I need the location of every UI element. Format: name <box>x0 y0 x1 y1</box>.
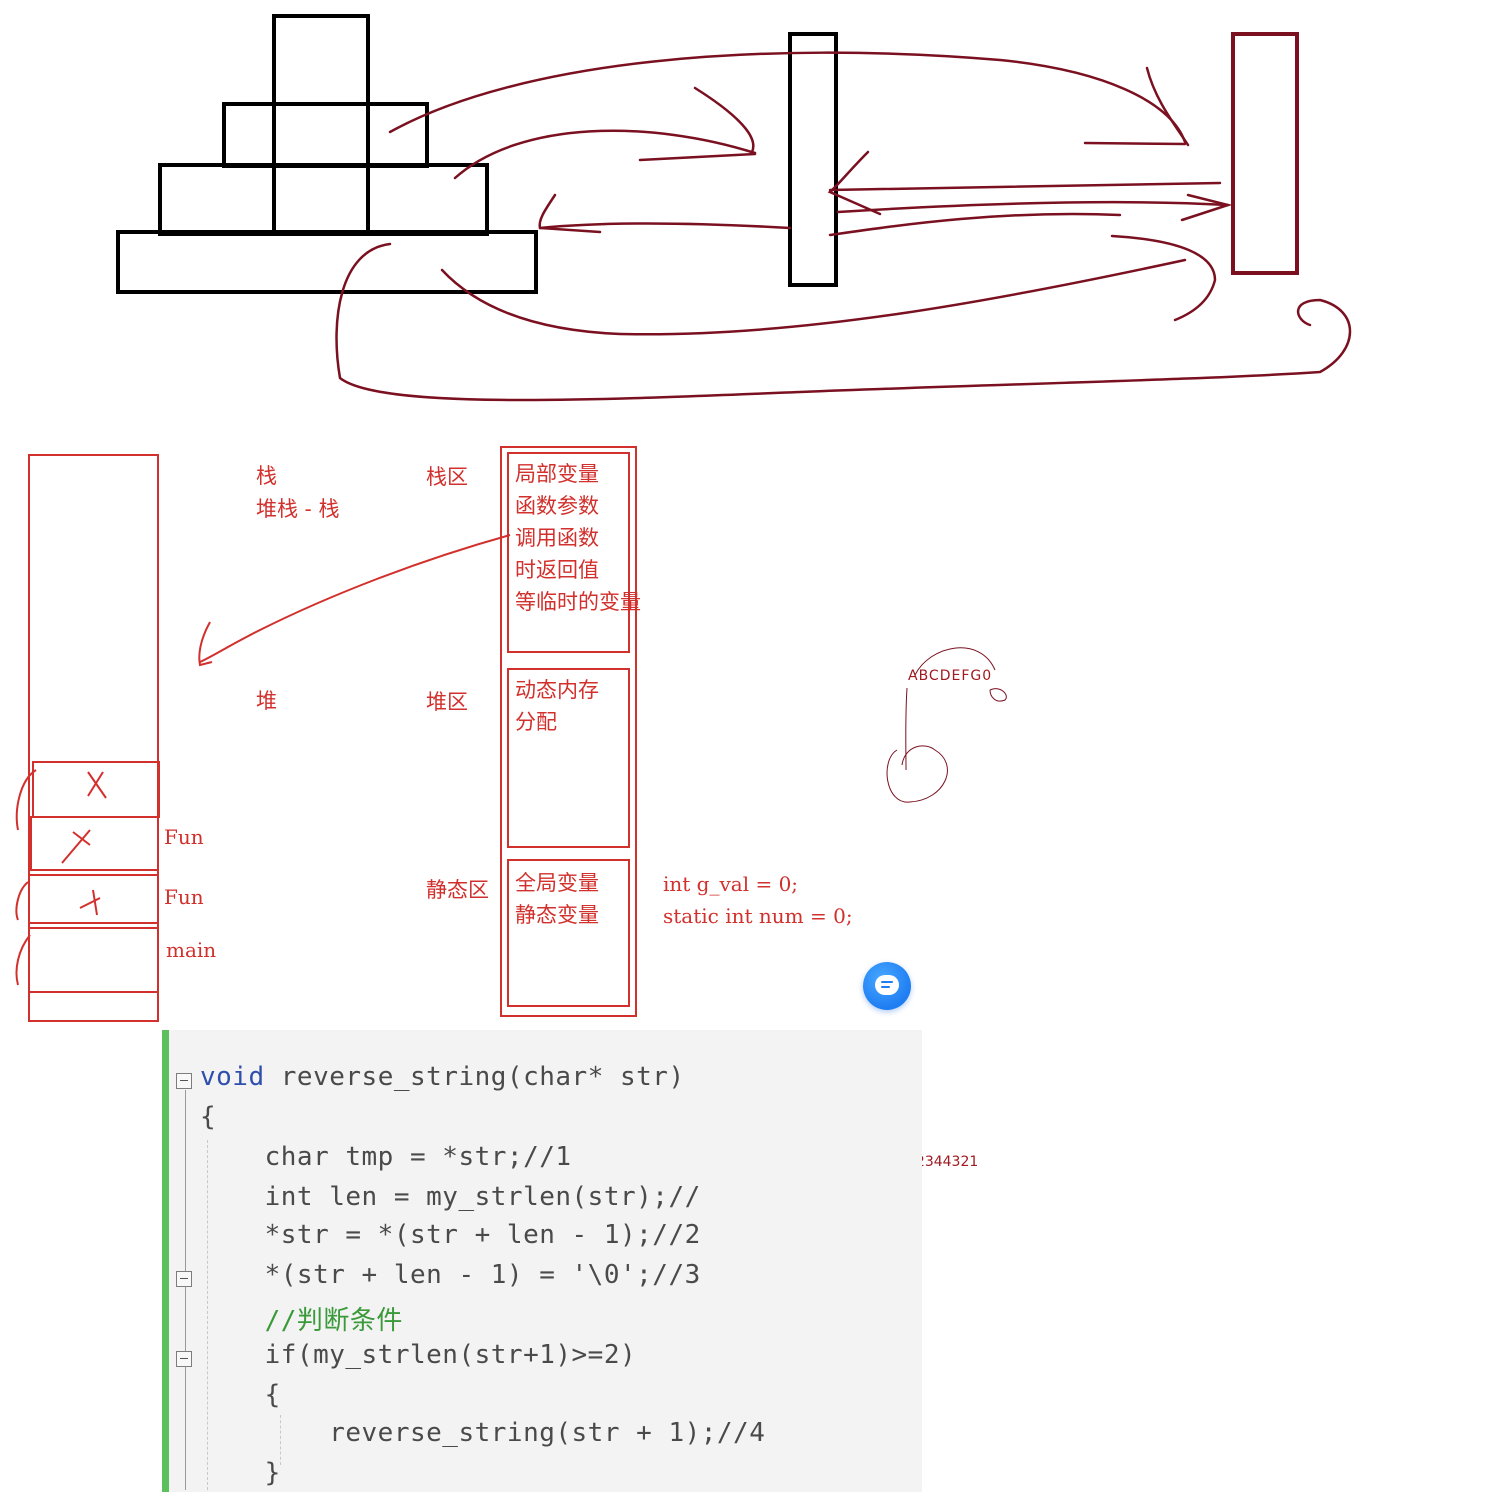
static-code-line-1: int g_val = 0; <box>663 872 799 896</box>
code-line[interactable]: char tmp = *str;//1 <box>200 1142 572 1172</box>
indent-guide-inner <box>280 1415 281 1465</box>
stack-column <box>28 454 159 1022</box>
move-arrows <box>335 51 1352 402</box>
heap-region-line-2: 分配 <box>515 710 557 734</box>
fold-toggle-function[interactable] <box>176 1073 192 1089</box>
chat-bubble-icon <box>875 975 899 995</box>
comment-line[interactable]: //判断条件 <box>200 1300 403 1337</box>
letters-scribble: ABCDEFG0 <box>908 668 993 684</box>
code-line[interactable]: int len = my_strlen(str);// <box>200 1182 701 1212</box>
change-bar <box>162 1030 169 1492</box>
memory-lines <box>15 446 1007 1022</box>
stack-region-name: 栈区 <box>426 465 468 489</box>
static-code-line-2: static int num = 0; <box>663 904 853 928</box>
fold-toggle-if[interactable] <box>176 1351 192 1367</box>
code-line[interactable]: *str = *(str + len - 1);//2 <box>200 1220 701 1250</box>
memory-diagram: 栈 堆栈 - 栈 堆 栈区 堆区 静态区 局部变量 函数参数 调用函数 时返回值… <box>0 420 1512 1030</box>
disc-3 <box>158 163 489 236</box>
code-line[interactable]: void reverse_string(char* str) <box>200 1062 685 1092</box>
stack-region-line-5: 等临时的变量 <box>515 590 641 614</box>
heap-label: 堆 <box>256 689 277 713</box>
target-peg <box>1231 32 1299 275</box>
frame-label-main: main <box>166 938 217 962</box>
fold-toggle-statement[interactable] <box>176 1271 192 1287</box>
code-text: } <box>200 1458 281 1488</box>
fold-gutter-line <box>185 1090 186 1490</box>
stack-region-line-2: 函数参数 <box>515 494 599 518</box>
chat-button[interactable] <box>863 962 911 1010</box>
middle-peg <box>788 32 838 287</box>
code-text: char tmp = *str;//1 <box>200 1142 572 1172</box>
code-editor[interactable]: void reverse_string(char* str) { char tm… <box>162 1030 922 1492</box>
code-line[interactable]: if(my_strlen(str+1)>=2) <box>200 1340 636 1370</box>
heap-region-line-1: 动态内存 <box>515 678 599 702</box>
disc-2 <box>222 102 429 168</box>
code-line[interactable]: *(str + len - 1) = '\0';//3 <box>200 1260 701 1290</box>
code-line[interactable]: } <box>200 1458 281 1488</box>
code-text: reverse_string(char* str) <box>280 1062 685 1092</box>
frame-label-fun-1: Fun <box>164 825 204 849</box>
frame-label-fun-2: Fun <box>164 885 204 909</box>
top-disc <box>272 14 370 236</box>
static-region-line-1: 全局变量 <box>515 871 599 895</box>
hanoi-drawing <box>116 14 1352 402</box>
bottom-disc <box>116 230 538 294</box>
code-line[interactable]: { <box>200 1102 217 1132</box>
memory-region-outer <box>500 446 637 1017</box>
code-text: *(str + len - 1) = '\0';//3 <box>200 1260 701 1290</box>
heap-region-name: 堆区 <box>426 690 468 714</box>
code-text: *str = *(str + len - 1);//2 <box>200 1220 701 1250</box>
stack-region-line-4: 时返回值 <box>515 558 599 582</box>
code-text: { <box>200 1380 281 1410</box>
numbers-scribble: 12344321 <box>907 1154 979 1170</box>
code-text: //判断条件 <box>200 1306 403 1336</box>
code-text: reverse_string(str + 1);//4 <box>200 1418 766 1448</box>
code-text: int len = my_strlen(str);// <box>200 1182 701 1212</box>
stack-region-line-3: 调用函数 <box>515 526 599 550</box>
scribble-marks <box>886 647 1007 803</box>
disc-stack <box>116 14 538 294</box>
heap-stack-label: 堆栈 - 栈 <box>256 497 340 521</box>
code-line[interactable]: { <box>200 1380 281 1410</box>
indent-guide <box>207 1140 208 1490</box>
static-region-name: 静态区 <box>426 878 489 902</box>
code-line[interactable]: reverse_string(str + 1);//4 <box>200 1418 765 1448</box>
stack-label: 栈 <box>256 464 277 488</box>
code-text: if(my_strlen(str+1)>=2) <box>200 1340 637 1370</box>
stack-region-line-1: 局部变量 <box>515 462 599 486</box>
static-region-line-2: 静态变量 <box>515 903 599 927</box>
